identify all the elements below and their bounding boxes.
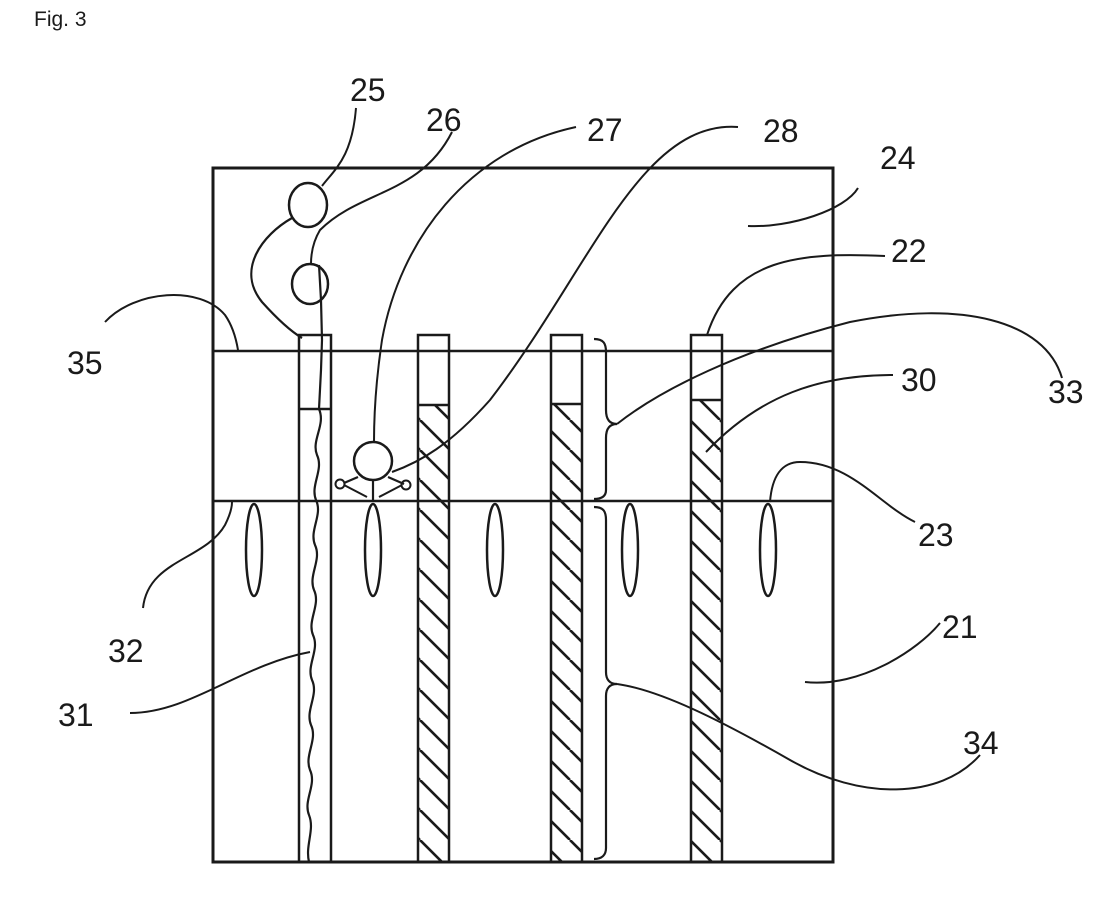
label-35: 35 [67, 345, 103, 381]
sensor-26-oval [292, 264, 328, 304]
leader-31 [130, 652, 310, 713]
leader-34 [617, 684, 980, 789]
label-31: 31 [58, 697, 94, 733]
bubble-4 [760, 504, 776, 596]
sensor-25-oval [289, 183, 327, 227]
figure-title: Fig. 3 [34, 8, 87, 31]
label-27: 27 [587, 112, 623, 148]
leader-35 [105, 295, 238, 350]
bubble-3 [622, 504, 638, 596]
leader-21 [805, 623, 940, 683]
tube-3 [551, 335, 582, 862]
leader-22 [707, 255, 885, 335]
float-sensor-27 [336, 442, 411, 596]
label-22: 22 [891, 233, 927, 269]
label-25: 25 [350, 72, 386, 108]
label-33: 33 [1048, 374, 1084, 410]
bubble-1 [246, 504, 262, 596]
leader-33 [617, 313, 1062, 424]
leader-26 [311, 132, 452, 264]
label-30: 30 [901, 362, 937, 398]
leader-30 [706, 375, 893, 452]
label-32: 32 [108, 633, 144, 669]
tube-2 [418, 335, 449, 862]
brace-34 [594, 507, 617, 859]
wavy-wire [307, 265, 322, 862]
tube-4 [691, 335, 722, 862]
sensor-25-cable [251, 218, 302, 338]
leader-27 [374, 127, 576, 442]
label-23: 23 [918, 517, 954, 553]
label-28: 28 [763, 113, 799, 149]
label-26: 26 [426, 102, 462, 138]
label-24: 24 [880, 140, 916, 176]
outer-container [213, 168, 833, 862]
leader-32 [143, 502, 232, 608]
brace-33 [594, 339, 617, 499]
label-21: 21 [942, 609, 978, 645]
leader-23 [770, 462, 915, 522]
leader-25 [322, 108, 356, 186]
leader-24 [748, 188, 858, 226]
label-34: 34 [963, 725, 999, 761]
bubble-2 [487, 504, 503, 596]
